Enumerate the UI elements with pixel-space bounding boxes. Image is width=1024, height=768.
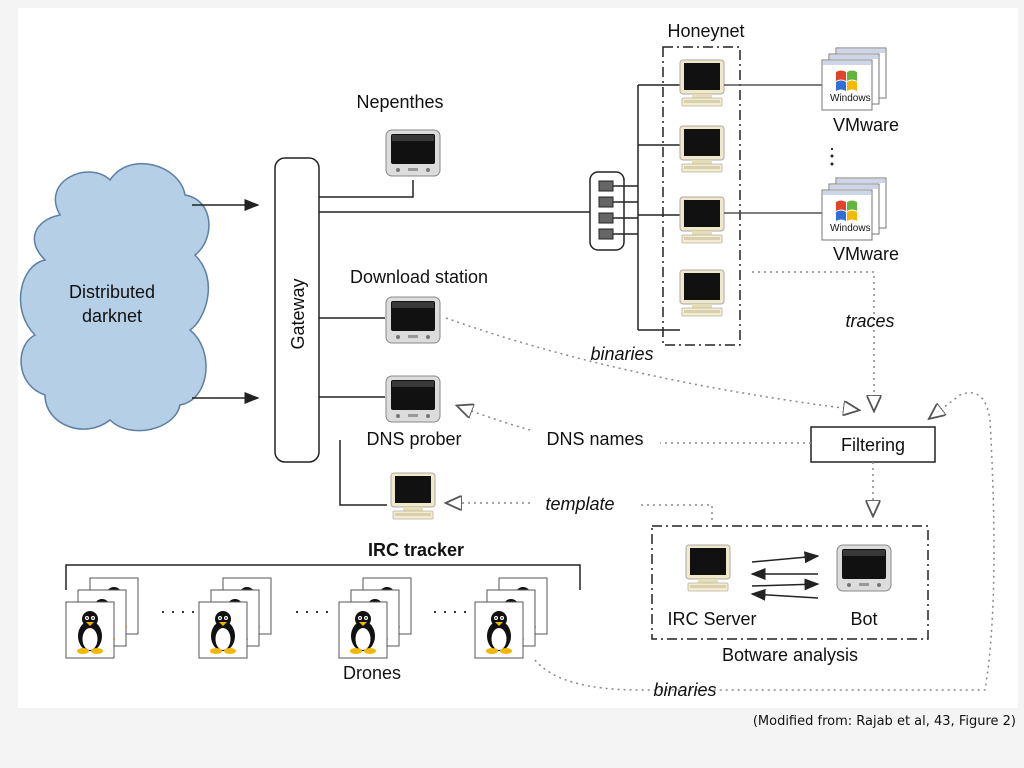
cloud-label-line2: darknet	[82, 306, 142, 326]
honeynet-pc	[679, 59, 725, 107]
bot-computer	[836, 544, 892, 592]
honeynet-pc	[679, 125, 725, 173]
bot-label: Bot	[850, 609, 877, 629]
download-station-label: Download station	[350, 267, 488, 287]
drone-stack	[475, 578, 547, 658]
windows-logo-text: Windows	[830, 223, 871, 234]
honeynet-pc	[679, 196, 725, 244]
drone-stack	[199, 578, 271, 658]
binaries-label-bottom: binaries	[653, 680, 716, 700]
template-edge	[640, 504, 713, 520]
binaries-label-top: binaries	[590, 344, 653, 364]
filtering-box	[810, 426, 936, 463]
cloud-label-line1: Distributed	[69, 282, 155, 302]
gateway-box	[274, 157, 320, 463]
figure-caption: (Modified from: Rajab et al, 43, Figure …	[752, 714, 1016, 729]
irc-server-label: IRC Server	[667, 609, 756, 629]
template-label: template	[545, 494, 614, 514]
vmware-ellipsis-dot	[830, 154, 834, 158]
vmware-label-top: VMware	[833, 115, 899, 135]
drone-stack	[339, 578, 411, 658]
drones-label: Drones	[343, 663, 401, 683]
irc-bot-arrow	[751, 551, 820, 564]
download-station-computer	[385, 296, 441, 344]
dns-names-label: DNS names	[546, 429, 643, 449]
dns-names-edge-left	[458, 406, 531, 431]
vmware-ellipsis-dot	[830, 162, 834, 166]
vmware-label-bottom: VMware	[833, 244, 899, 264]
drones-bracket	[65, 564, 581, 590]
switch-port	[598, 228, 614, 240]
honeynet-pc	[679, 269, 725, 317]
bot-irc-arrow	[750, 588, 819, 601]
irc-server-computer	[685, 544, 731, 592]
drone-stack	[66, 578, 138, 658]
gateway-nepenthes-line	[319, 180, 414, 198]
windows-logo-text: Windows	[830, 93, 871, 104]
drone-ellipsis: . . . .	[160, 597, 195, 617]
gateway-label: Gateway	[288, 278, 308, 349]
irc-tracker-computer	[390, 472, 436, 520]
vmware-ellipsis-dot: .	[829, 134, 834, 154]
dns-prober-label: DNS prober	[366, 429, 461, 449]
irc-tracker-label: IRC tracker	[368, 540, 464, 560]
dns-prober-computer	[385, 375, 441, 423]
honeynet-box	[662, 46, 741, 346]
irc-bot-arrow	[751, 578, 820, 591]
nepenthes-label: Nepenthes	[356, 92, 443, 112]
distributed-darknet-cloud	[19, 162, 210, 432]
binaries-edge-bottom	[534, 392, 995, 691]
traces-edge	[752, 271, 874, 410]
drone-ellipsis: . . . .	[294, 597, 329, 617]
switch-port	[598, 212, 614, 224]
binaries-edge-top	[445, 317, 858, 410]
filtering-label: Filtering	[841, 435, 905, 455]
switch-port	[598, 196, 614, 208]
switch-port	[598, 180, 614, 192]
nepenthes-computer	[385, 129, 441, 177]
botware-analysis-box	[651, 525, 929, 640]
botware-analysis-label: Botware analysis	[722, 645, 858, 665]
traces-label: traces	[845, 311, 894, 331]
honeynet-label: Honeynet	[667, 21, 744, 41]
gateway-irc-line	[339, 440, 387, 506]
drone-ellipsis: . . . .	[432, 597, 467, 617]
